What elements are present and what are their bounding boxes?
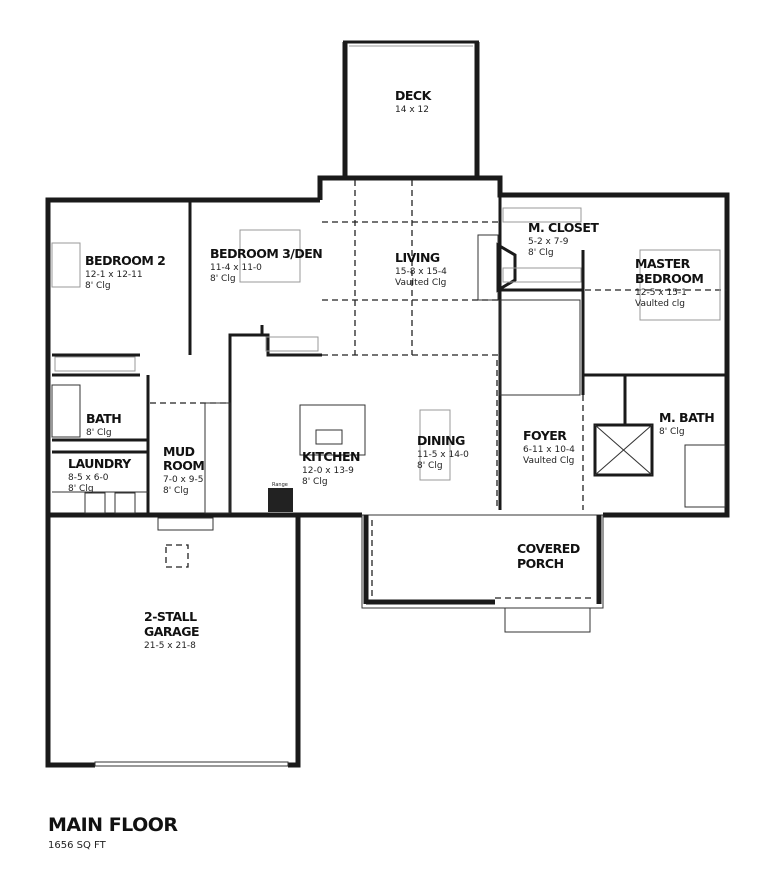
deck-label: DECK [395, 88, 433, 103]
svg-text:8' Clg: 8' Clg [302, 477, 328, 487]
closet-rods [54, 207, 582, 372]
svg-text:7-0 x 9-5: 7-0 x 9-5 [163, 475, 203, 485]
svg-text:8' Clg: 8' Clg [163, 486, 189, 496]
svg-text:12-5 x 15-1: 12-5 x 15-1 [635, 288, 687, 298]
svg-text:Vaulted Clg: Vaulted Clg [523, 456, 574, 466]
dining-label: DINING [417, 433, 465, 448]
svg-text:ROOM: ROOM [163, 458, 204, 473]
svg-text:5-2 x 7-9: 5-2 x 7-9 [528, 237, 569, 247]
kitchen-label: KITCHEN [302, 449, 360, 464]
exterior-walls [45, 175, 730, 768]
interior-walls [52, 195, 727, 515]
bath-label: BATH [86, 411, 121, 426]
master-bedroom-label: MASTER [635, 256, 691, 271]
svg-text:8' Clg: 8' Clg [659, 427, 685, 437]
furniture [51, 229, 721, 514]
plan-title: MAIN FLOOR [48, 814, 178, 836]
svg-text:11-4 x 11-0: 11-4 x 11-0 [210, 263, 262, 273]
living-label: LIVING [395, 250, 440, 265]
svg-text:14 x 12: 14 x 12 [395, 105, 429, 115]
svg-text:8' Clg: 8' Clg [86, 428, 112, 438]
plan-area: 1656 SQ FT [48, 840, 107, 851]
svg-text:8' Clg: 8' Clg [85, 281, 111, 291]
bedroom2-label: BEDROOM 2 [85, 253, 165, 268]
m-bath-label: M. BATH [659, 410, 714, 425]
svg-text:Vaulted clg: Vaulted clg [635, 299, 685, 309]
svg-text:12-1 x 12-11: 12-1 x 12-11 [85, 270, 143, 280]
foyer-label: FOYER [523, 428, 567, 443]
bedroom3-label: BEDROOM 3/DEN [210, 246, 322, 261]
svg-text:8-5 x 6-0: 8-5 x 6-0 [68, 473, 109, 483]
svg-text:Range: Range [272, 482, 288, 488]
svg-text:BEDROOM: BEDROOM [635, 271, 703, 286]
laundry-label: LAUNDRY [68, 456, 132, 471]
svg-text:8' Clg: 8' Clg [417, 461, 443, 471]
garage-label: 2-STALL [144, 609, 197, 624]
svg-text:11-5 x 14-0: 11-5 x 14-0 [417, 450, 469, 460]
m-closet-label: M. CLOSET [528, 220, 599, 235]
room-labels: DECK 14 x 12 BEDROOM 2 12-1 x 12-11 8' C… [68, 88, 715, 651]
svg-text:6-11 x 10-4: 6-11 x 10-4 [523, 445, 575, 455]
svg-text:21-5 x 21-8: 21-5 x 21-8 [144, 641, 196, 651]
svg-text:8' Clg: 8' Clg [210, 274, 236, 284]
svg-text:GARAGE: GARAGE [144, 624, 199, 639]
beam-lines [322, 180, 498, 510]
svg-text:15-8 x 15-4: 15-8 x 15-4 [395, 267, 447, 277]
covered-porch-label: COVERED [517, 541, 580, 556]
svg-text:PORCH: PORCH [517, 556, 564, 571]
mudroom-label: MUD [163, 444, 195, 459]
svg-text:12-0 x 13-9: 12-0 x 13-9 [302, 466, 354, 476]
svg-text:Vaulted Clg: Vaulted Clg [395, 278, 446, 288]
svg-text:8' Clg: 8' Clg [68, 484, 94, 494]
svg-text:8' Clg: 8' Clg [528, 248, 554, 258]
